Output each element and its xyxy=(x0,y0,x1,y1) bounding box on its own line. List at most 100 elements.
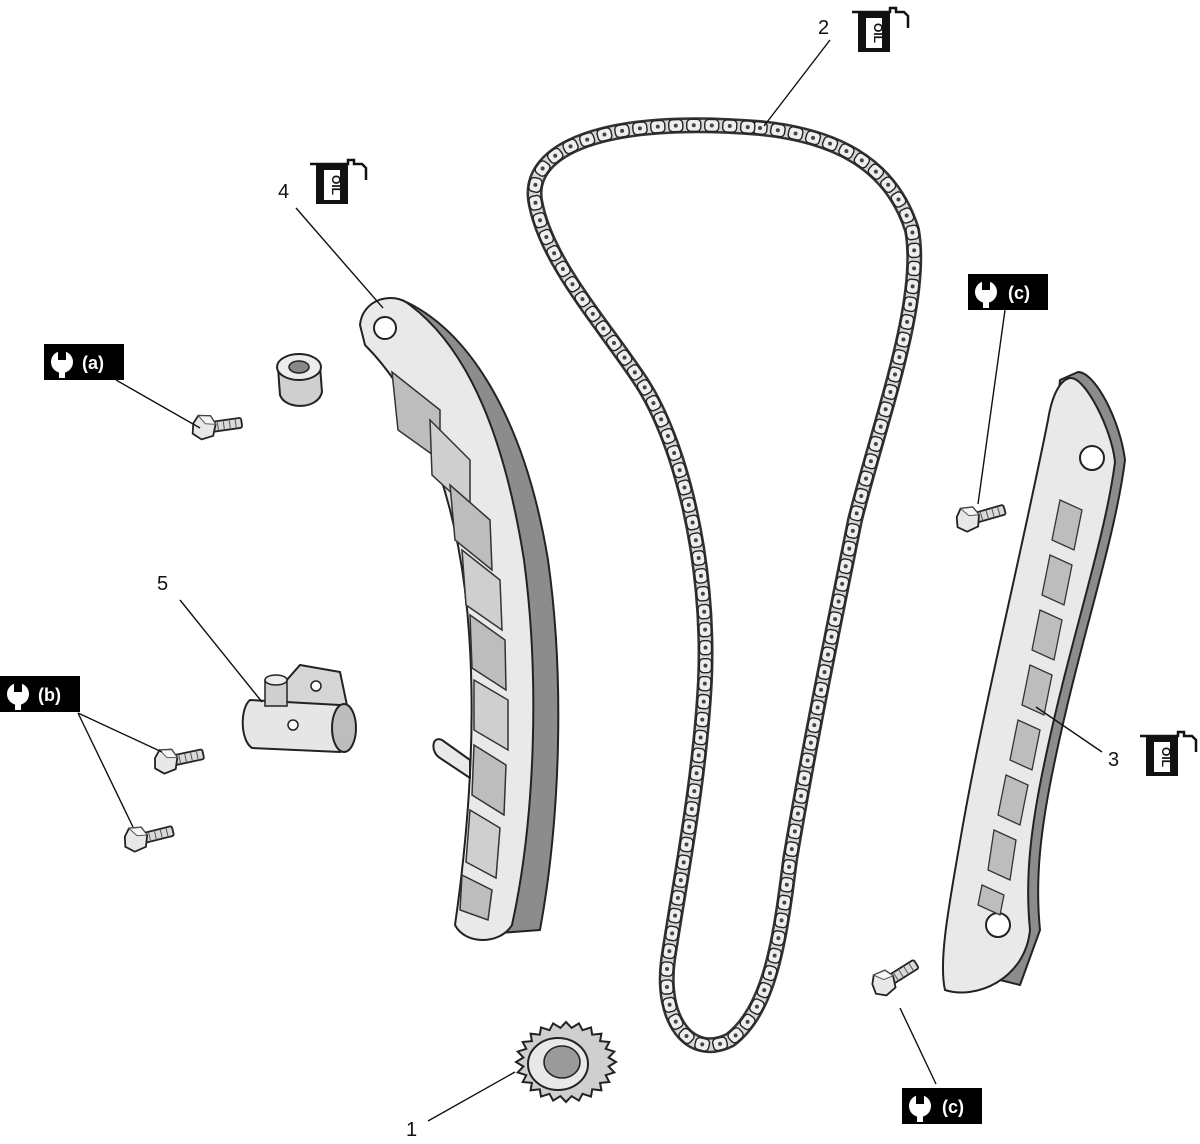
chain-pin xyxy=(787,864,792,869)
chain-pin xyxy=(585,137,590,142)
chain-pin xyxy=(910,230,915,235)
chain-pin xyxy=(537,218,542,223)
oil-icon: OIL xyxy=(1138,730,1198,778)
chain-pin xyxy=(745,1019,750,1024)
chain-pin xyxy=(700,717,705,722)
torque-badge-c-upper: (c) xyxy=(968,274,1048,310)
chain-pin xyxy=(868,459,873,464)
tensioner-guide xyxy=(359,296,560,941)
chain-pin xyxy=(873,441,878,446)
chain-pin xyxy=(691,123,696,128)
chain-pin xyxy=(702,609,707,614)
chain-pin xyxy=(833,617,838,622)
part-number-2: 2 xyxy=(818,17,829,39)
chain-pin xyxy=(703,627,708,632)
chain-pin xyxy=(560,266,565,271)
chain-pin xyxy=(836,599,841,604)
part-number-4: 4 xyxy=(278,181,289,203)
chain-pin xyxy=(802,776,807,781)
chain-pin xyxy=(686,502,691,507)
chain-pin xyxy=(897,355,902,360)
chain-pin xyxy=(703,645,708,650)
bolt-b-lower xyxy=(120,817,177,855)
chain-pin xyxy=(859,493,864,498)
chain-pin xyxy=(718,1041,723,1046)
chain-pin xyxy=(664,985,669,990)
chain-pin xyxy=(703,663,708,668)
chain-pin xyxy=(896,197,901,202)
chain-pin xyxy=(784,882,789,887)
chain-pin xyxy=(667,1002,672,1007)
torque-badge-c-lower: (c) xyxy=(902,1088,982,1124)
chain-pin xyxy=(826,652,831,657)
chain-pin xyxy=(672,450,677,455)
chain-pin xyxy=(602,132,607,137)
part-number-1: 1 xyxy=(406,1119,417,1141)
chain-pin xyxy=(667,949,672,954)
chain-pin xyxy=(687,824,692,829)
chain-pin xyxy=(675,895,680,900)
chain-pin xyxy=(745,125,750,130)
chain-pin xyxy=(910,284,915,289)
chain-pin xyxy=(693,538,698,543)
chain-pin xyxy=(622,355,627,360)
chain-pin xyxy=(873,169,878,174)
chain-pin xyxy=(637,126,642,131)
chain-pin xyxy=(611,341,616,346)
oil-icon: OIL xyxy=(850,6,910,54)
timing-chain xyxy=(526,117,923,1054)
chain-pin xyxy=(692,789,697,794)
oil-label: OIL xyxy=(329,175,343,195)
chain-tensioner xyxy=(241,663,357,754)
chain-pin xyxy=(762,988,767,993)
chain-pin xyxy=(829,634,834,639)
chain-pin xyxy=(808,740,813,745)
chain-pin xyxy=(844,149,849,154)
chain-pin xyxy=(696,753,701,758)
oil-label: OIL xyxy=(871,23,885,43)
chain-pin xyxy=(677,468,682,473)
oil-icon: OIL xyxy=(308,158,368,206)
chain-guide xyxy=(941,371,1126,994)
chain-pin xyxy=(733,1033,738,1038)
chain-pin xyxy=(792,829,797,834)
chain-pin xyxy=(775,128,780,133)
chain-pin xyxy=(850,528,855,533)
chain-pin xyxy=(758,126,762,130)
chain-pin xyxy=(533,200,538,205)
chain-pin xyxy=(698,573,703,578)
chain-pin xyxy=(681,860,686,865)
crankshaft-sprocket xyxy=(514,1020,618,1104)
chain-pin xyxy=(727,124,732,129)
chain-pin xyxy=(883,407,888,412)
chain-pin xyxy=(694,771,699,776)
chain-pin xyxy=(580,297,585,302)
torque-badge-a: (a) xyxy=(44,344,124,380)
chain-pin xyxy=(690,520,695,525)
chain-pin xyxy=(684,1033,689,1038)
svg-text:(c): (c) xyxy=(1008,283,1030,303)
chain-pin xyxy=(789,847,794,852)
chain-pin xyxy=(709,123,714,128)
chain-pin xyxy=(682,485,687,490)
svg-text:(c): (c) xyxy=(942,1097,964,1117)
chain-pin xyxy=(772,953,777,958)
chain-pin xyxy=(642,385,647,390)
chain-pin xyxy=(908,302,913,307)
chain-pin xyxy=(805,758,810,763)
chain-pin xyxy=(620,128,625,133)
chain-pin xyxy=(552,251,557,256)
chain-pin xyxy=(815,705,820,710)
chain-pin xyxy=(673,913,678,918)
bolt-a xyxy=(189,408,245,442)
chain-pin xyxy=(799,793,804,798)
chain-pin xyxy=(779,918,784,923)
chain-pin xyxy=(698,735,703,740)
chain-pin xyxy=(888,389,893,394)
chain-pin xyxy=(782,900,787,905)
chain-pin xyxy=(768,971,773,976)
chain-pin xyxy=(812,723,817,728)
chain-pin xyxy=(828,141,833,146)
chain-pin xyxy=(673,123,678,128)
